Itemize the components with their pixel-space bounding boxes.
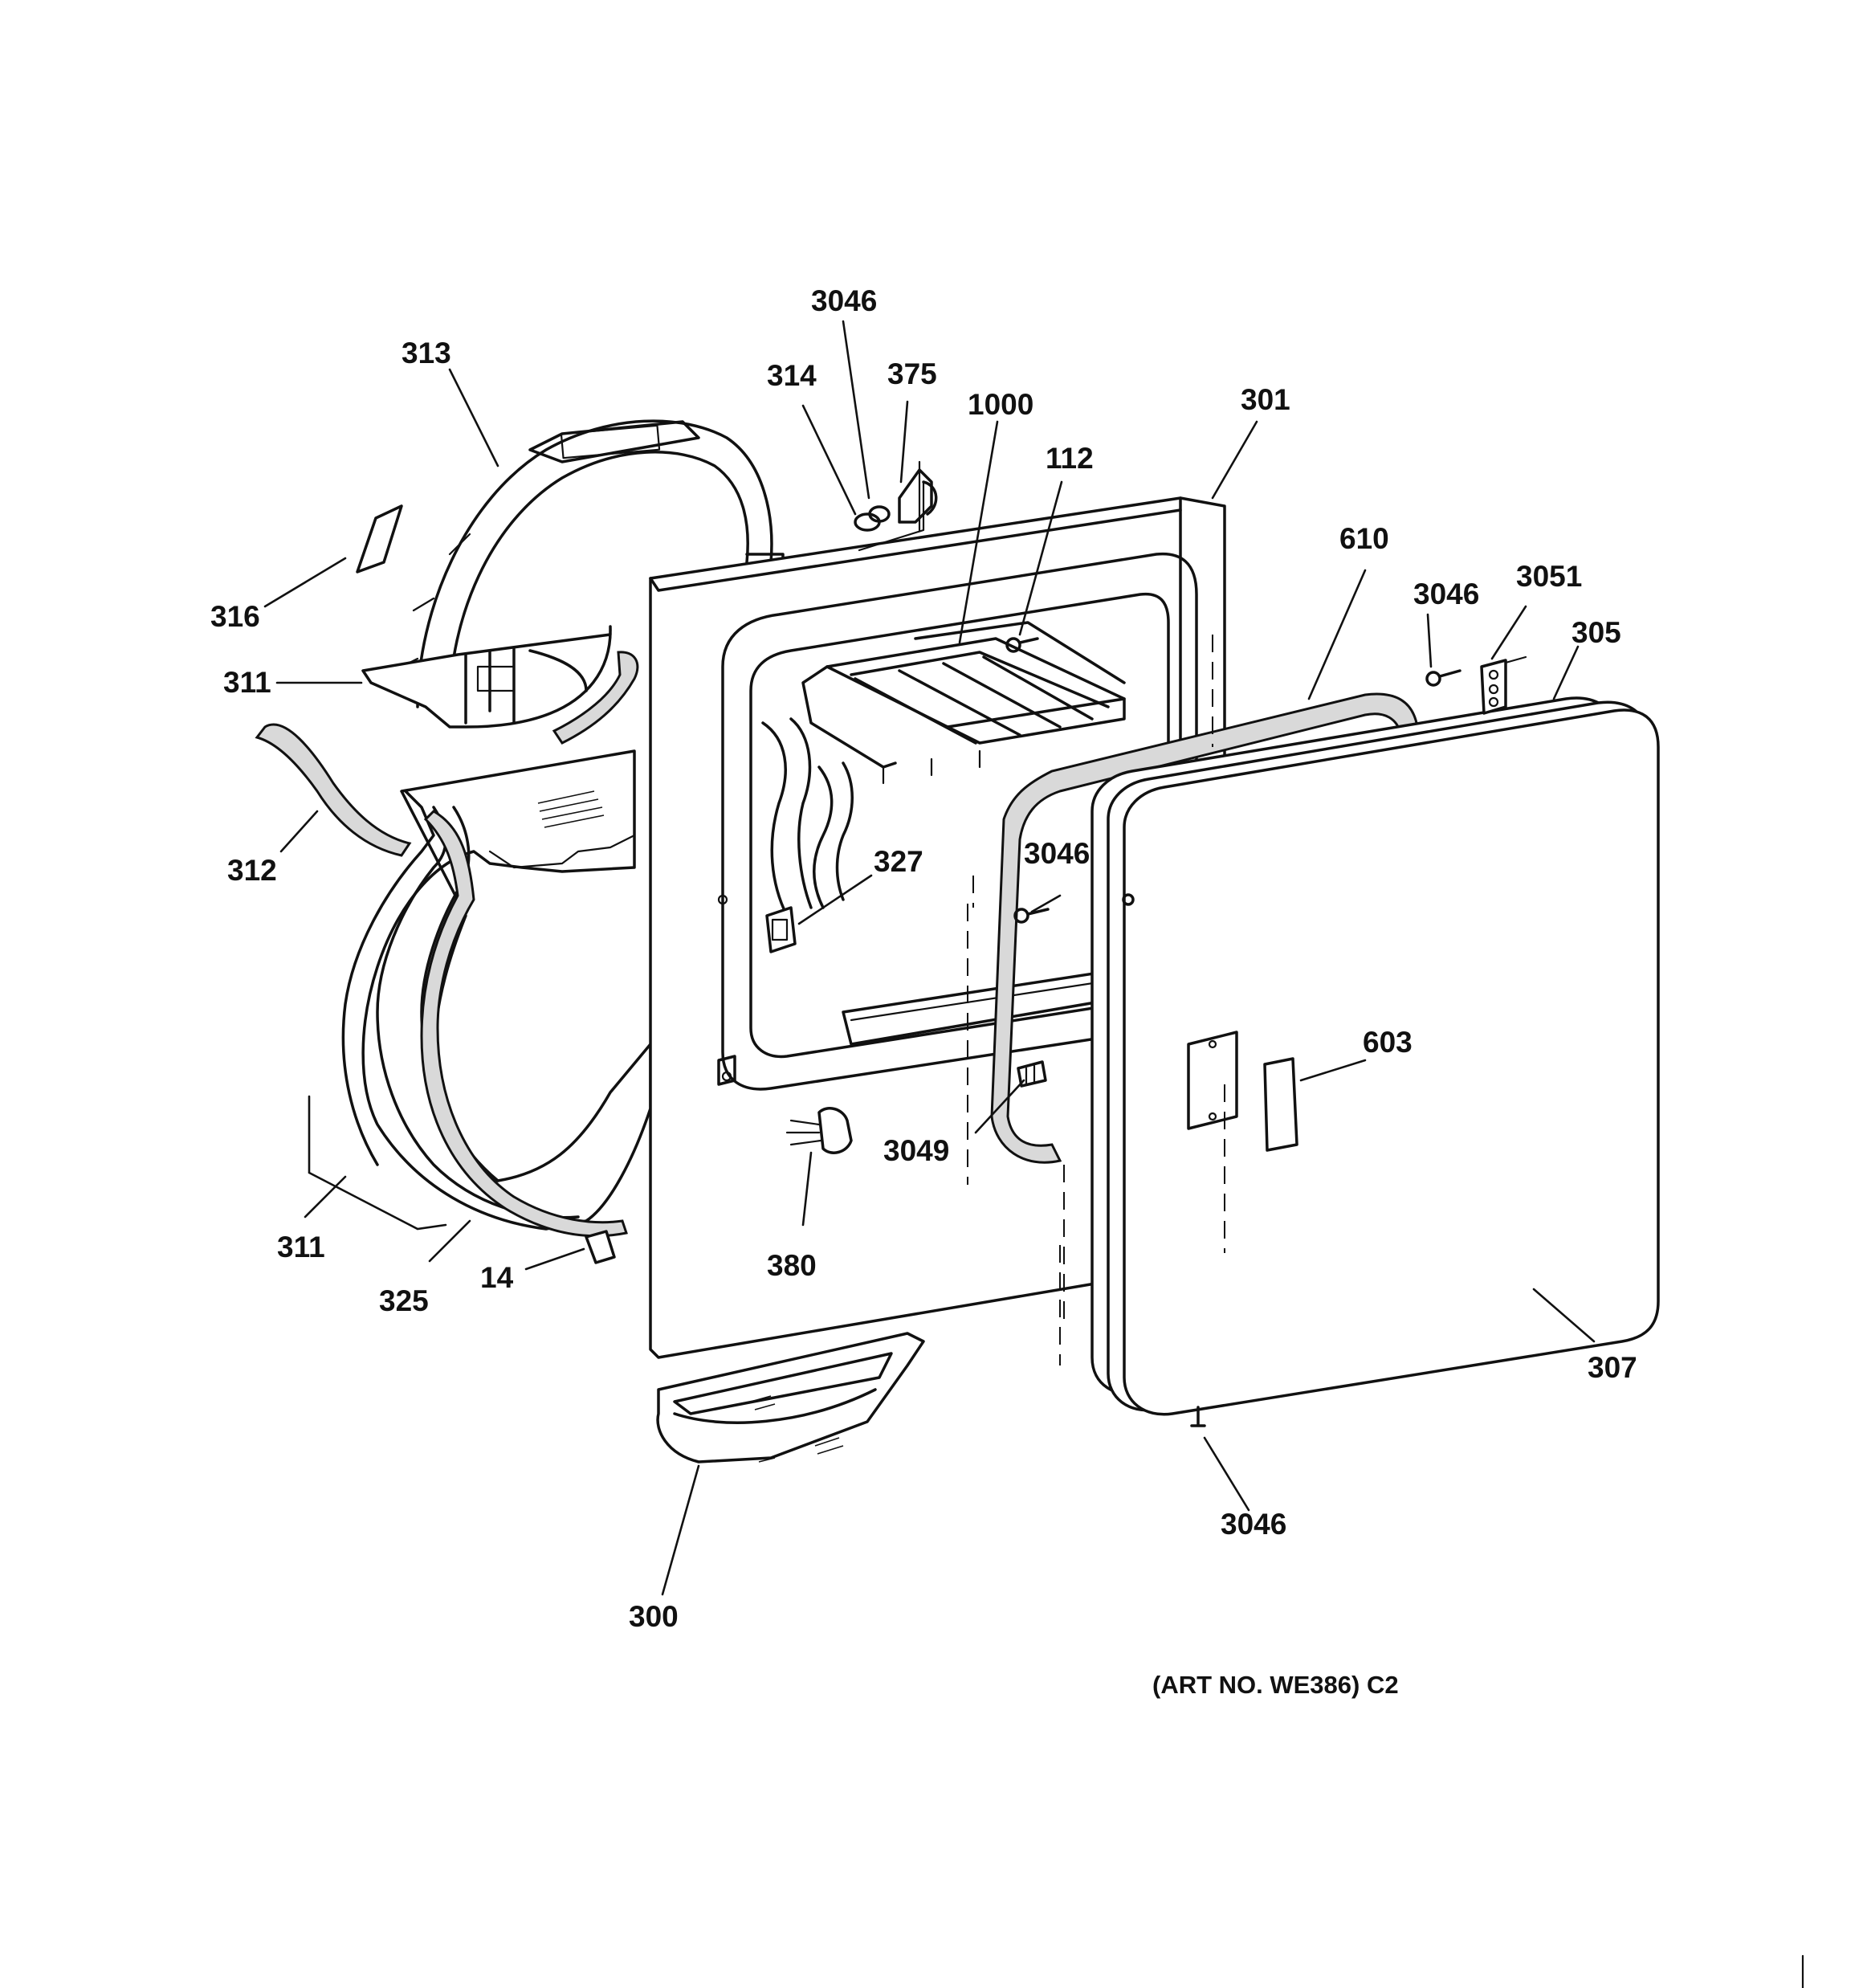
- part-380-switch: [785, 1107, 853, 1154]
- label-316: 316: [210, 600, 260, 633]
- label-3051: 3051: [1516, 560, 1582, 593]
- label-311-bottom: 311: [277, 1231, 325, 1263]
- label-314: 314: [767, 359, 817, 392]
- label-312: 312: [227, 854, 277, 887]
- part-3049-clip: [1017, 1060, 1047, 1088]
- label-3046-top: 3046: [811, 284, 877, 317]
- label-305: 305: [1572, 616, 1621, 649]
- label-14: 14: [480, 1261, 514, 1294]
- label-375: 375: [887, 357, 937, 390]
- part-1000-drying-rack: [801, 621, 1126, 785]
- label-603: 603: [1363, 1026, 1413, 1059]
- label-3046-bottom: 3046: [1221, 1508, 1286, 1541]
- part-327-bracket: [765, 761, 854, 953]
- label-3046-door: 3046: [1024, 837, 1090, 870]
- label-313: 313: [402, 337, 451, 369]
- screw-3046-door: [1013, 893, 1135, 924]
- label-610: 610: [1339, 522, 1389, 555]
- label-307: 307: [1588, 1351, 1637, 1384]
- label-1000: 1000: [968, 388, 1033, 421]
- leader-lines: [263, 320, 1596, 1596]
- part-3051-hinge: [1480, 655, 1527, 715]
- part-14-clip: [585, 1230, 616, 1264]
- screw-3046-bottom: [1190, 1406, 1206, 1427]
- art-number: (ART NO. WE386) C2: [1152, 1671, 1399, 1699]
- label-325: 325: [379, 1284, 429, 1317]
- screw-3046-hinge: [1425, 669, 1461, 687]
- label-112: 112: [1046, 442, 1094, 475]
- label-3046-hinge: 3046: [1413, 578, 1479, 610]
- label-3049: 3049: [883, 1134, 949, 1167]
- part-610-door-gasket: [967, 692, 1419, 1185]
- part-300-tray: [656, 1332, 925, 1463]
- part-311-front-housing: [341, 749, 652, 1238]
- part-314-375-latch: [854, 460, 938, 552]
- part-311-duct: [361, 625, 612, 729]
- label-380: 380: [767, 1249, 817, 1282]
- label-327: 327: [874, 845, 923, 878]
- label-300: 300: [629, 1600, 679, 1633]
- part-312-gasket: [255, 651, 639, 857]
- part-313-bulkhead-ring: [400, 419, 785, 708]
- label-311-top: 311: [223, 666, 271, 699]
- part-112-screw: [1005, 637, 1039, 653]
- part-307-door: [1063, 696, 1660, 1416]
- part-316-strip: [356, 504, 403, 574]
- label-301: 301: [1241, 383, 1290, 416]
